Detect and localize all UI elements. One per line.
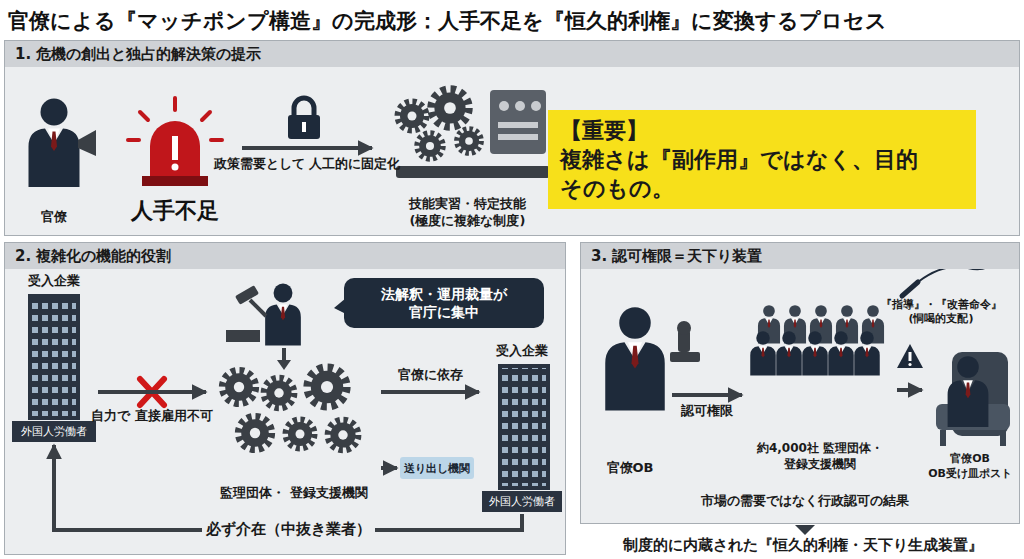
seated-ob-figure bbox=[936, 352, 1010, 446]
gear-cluster bbox=[223, 368, 358, 450]
system-machine: 技能実習・特定技能 (極度に複雑な制度) bbox=[375, 80, 560, 230]
node-text: 3. 認可権限＝天下り装置 bbox=[581, 243, 1019, 269]
warning-sign bbox=[897, 344, 923, 368]
node-text: 技能実習・特定技能 (極度に複雑な制度) bbox=[375, 196, 560, 230]
alarm-icon bbox=[128, 98, 222, 186]
node-text: 監理団体・ 登録支援機関 bbox=[209, 485, 379, 502]
crowd-node: 約4,000社 監理団体・登録支援機関 bbox=[745, 302, 895, 472]
lock-icon bbox=[288, 98, 320, 139]
node-subtext: 複雑さは『副作用』ではなく、目的 そのもの。 bbox=[560, 146, 964, 203]
connector-arrow bbox=[672, 393, 742, 397]
node-text: 法解釈・運用裁量が 官庁に集中 bbox=[344, 285, 544, 321]
connector-arrow bbox=[897, 388, 922, 392]
edge-label: 官僚に依存 bbox=[394, 367, 467, 384]
node-text: 官僚 bbox=[14, 208, 94, 226]
agency-gears: 監理団体・ 登録支援機関 bbox=[209, 352, 379, 502]
connector-arrow bbox=[381, 466, 397, 470]
node-text: 送り出し機関 bbox=[400, 461, 474, 476]
panel: 1. 危機の創出と独占的解決策の提示官僚人手不足 技能実習・特定技能 (極度に複雑… bbox=[4, 40, 1020, 236]
node-text: 受入企業 bbox=[482, 342, 562, 360]
down-arrow bbox=[795, 525, 815, 535]
note-label: 制度的に内蔵された『恒久的利権・天下り生成装置』 bbox=[586, 536, 1020, 555]
edge-label: 自力で 直接雇用不可 bbox=[87, 408, 217, 425]
actor-figure: 官僚 bbox=[14, 86, 94, 226]
connector-arrow bbox=[242, 146, 372, 150]
note-label: 市場の需要ではなく行政認可の結果 bbox=[600, 492, 1010, 510]
edge-label: 政策需要として 人工的に固定化 bbox=[210, 156, 405, 173]
gear-machine bbox=[396, 90, 550, 178]
node-subtext: 外国人労働者 bbox=[12, 421, 96, 442]
bureaucrat-figure bbox=[29, 99, 97, 188]
node-text: 1. 危機の創出と独占的解決策の提示 bbox=[5, 41, 1019, 67]
connector-arrow bbox=[98, 390, 206, 394]
highlight-box: 【重要】複雑さは『副作用』ではなく、目的 そのもの。 bbox=[548, 110, 976, 209]
speech-bubble: 法解釈・運用裁量が 官庁に集中 bbox=[344, 278, 544, 328]
note-label: 『指導』・『改善命令』 (恫喝的支配) bbox=[866, 298, 1016, 327]
crowd-figures bbox=[750, 305, 884, 375]
edge-label: 必ず介在（中抜き業者） bbox=[202, 520, 375, 540]
connector-arrow bbox=[54, 445, 522, 530]
node-text: 約4,000社 監理団体・登録支援機関 bbox=[745, 440, 895, 472]
diagram-title: 官僚による『マッチポンプ構造』の完成形：人手不足を『恒久的利権』に変換するプロセ… bbox=[8, 7, 887, 35]
node-text: 受入企業 bbox=[12, 272, 96, 290]
company-node: 受入企業外国人労働者 bbox=[482, 342, 562, 512]
panel-grounds bbox=[4, 40, 1020, 555]
actor-figure: 官僚OB bbox=[590, 287, 670, 477]
company-node: 受入企業外国人労働者 bbox=[12, 272, 96, 442]
node-text: 2. 複雑化の機能的役割 bbox=[5, 243, 565, 269]
node-text: 【重要】 bbox=[560, 116, 964, 146]
connector-arrow bbox=[381, 390, 479, 394]
judge-figure bbox=[226, 284, 346, 370]
panel: 2. 複雑化の機能的役割受入企業外国人労働者 法解釈・運用裁量が 官庁に集中監理団… bbox=[4, 242, 566, 555]
node-subtext: 外国人労働者 bbox=[482, 491, 562, 512]
node-text: 官僚OB bbox=[590, 459, 670, 477]
edge-label: 認可権限 bbox=[677, 403, 737, 420]
node-text: 官僚OB OB受け皿ポスト bbox=[925, 452, 1015, 482]
node-text: 人手不足 bbox=[110, 196, 240, 226]
seated-figure: 官僚OB OB受け皿ポスト bbox=[925, 332, 1015, 482]
panel: 3. 認可権限＝天下り装置官僚OB 約4,000社 監理団体・登録支援機関官僚OB… bbox=[580, 242, 1020, 524]
sending-agency: 送り出し機関 bbox=[400, 457, 474, 479]
